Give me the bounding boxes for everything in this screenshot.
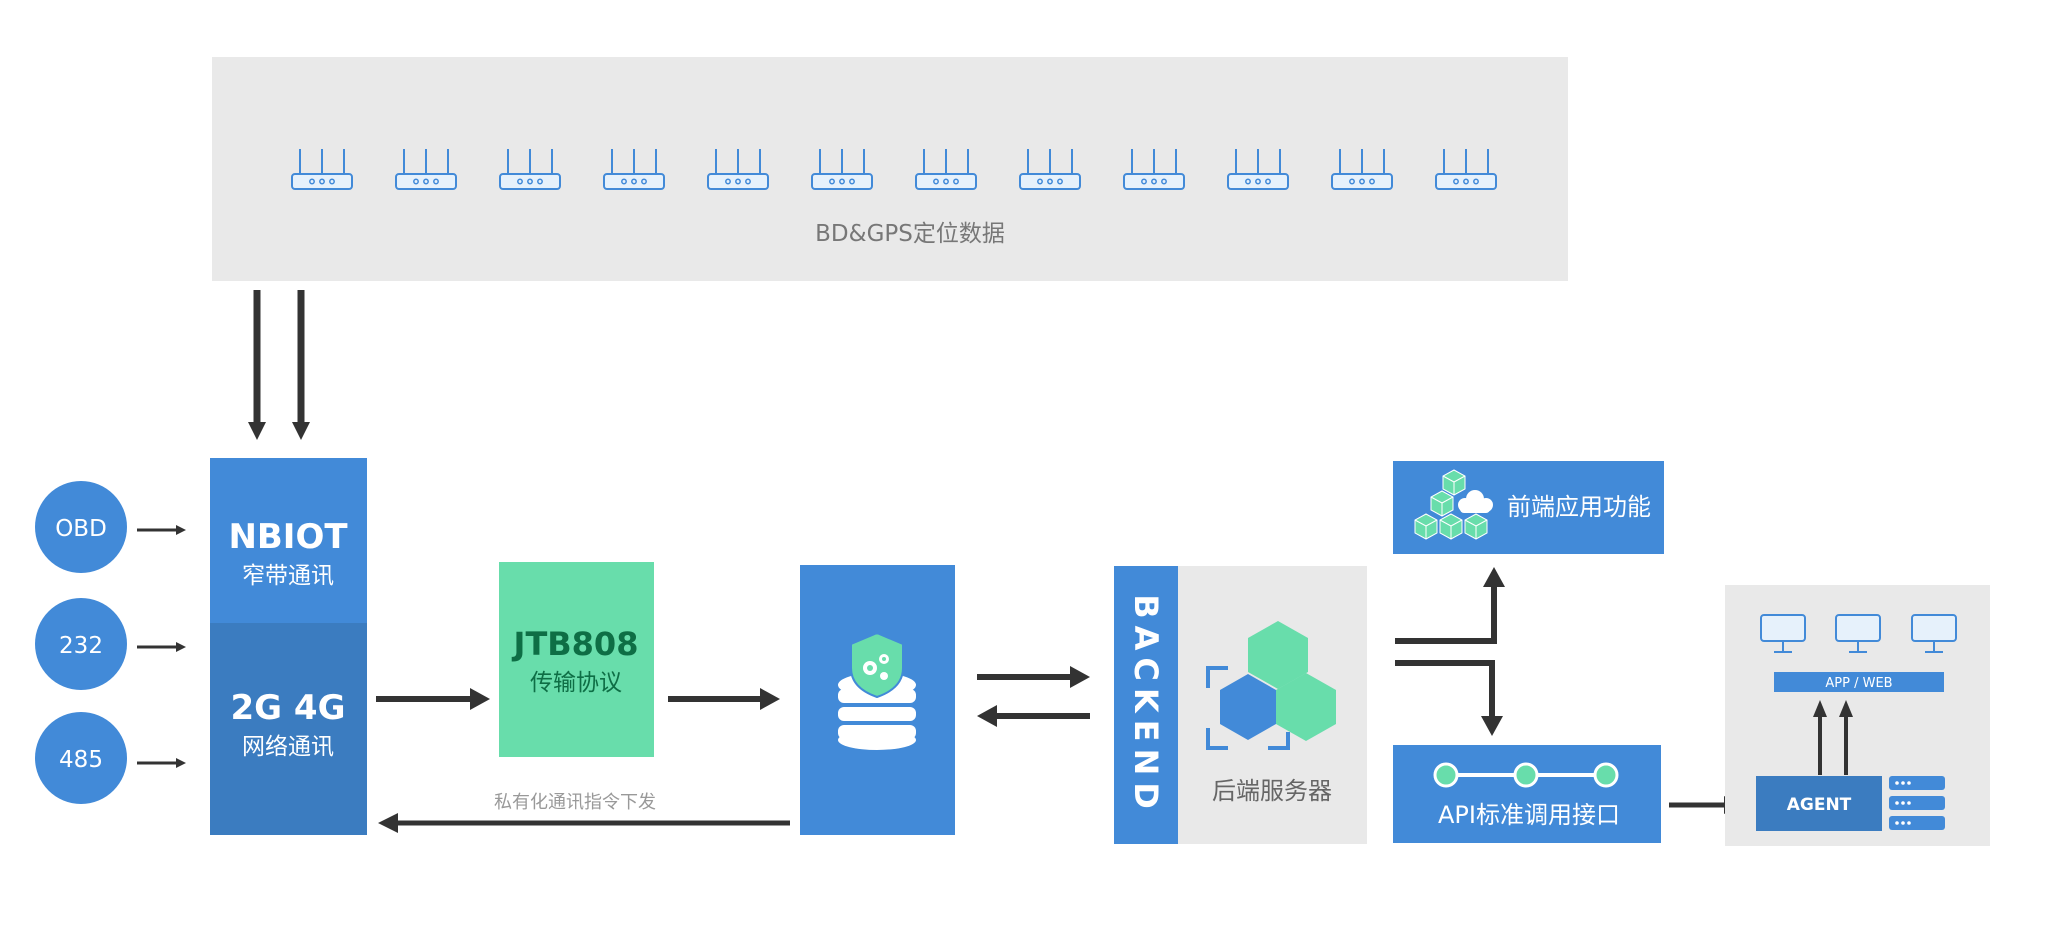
database-icon (838, 631, 916, 750)
router-icon (1123, 148, 1185, 190)
input-232-label: 232 (59, 633, 103, 659)
input-arrows (137, 525, 186, 768)
backend-box: BACKEND 后端服务器 (1114, 566, 1367, 844)
app-web-label: APP / WEB (1825, 676, 1892, 691)
frontend-label: 前端应用功能 (1507, 493, 1651, 521)
server-icon (1889, 776, 1945, 830)
cloud-icon (1458, 490, 1493, 513)
cell-sub: 网络通讯 (242, 734, 334, 760)
arrows-db-backend (977, 666, 1090, 727)
input-obd: OBD (35, 481, 127, 573)
router-icon (603, 148, 665, 190)
arrow-protocol-to-db (668, 688, 780, 710)
input-485-label: 485 (59, 747, 103, 773)
gps-down-arrows (248, 290, 310, 440)
nbiot-sub: 窄带通讯 (242, 563, 334, 589)
protocol-title: JTB808 (512, 625, 639, 663)
router-icon (1435, 148, 1497, 190)
nbiot-title: NBIOT (228, 517, 348, 557)
return-arrow: 私有化通讯指令下发 (378, 792, 790, 833)
client-panel: APP / WEB AGENT (1725, 585, 1990, 846)
return-label: 私有化通讯指令下发 (494, 792, 656, 813)
router-icon (1331, 148, 1393, 190)
router-icon (811, 148, 873, 190)
agent-up-arrows (1813, 700, 1853, 775)
api-label: API标准调用接口 (1438, 801, 1620, 829)
router-icon (499, 148, 561, 190)
split-arrows (1395, 567, 1505, 736)
input-obd-label: OBD (55, 516, 107, 542)
router-icon (707, 148, 769, 190)
hexagon-icon (1206, 621, 1336, 750)
agent-label: AGENT (1787, 795, 1852, 815)
input-232: 232 (35, 598, 127, 690)
router-icon (1019, 148, 1081, 190)
router-icon (395, 148, 457, 190)
gps-panel-label: BD&GPS定位数据 (815, 221, 1005, 247)
cell-title: 2G 4G (231, 688, 346, 728)
protocol-sub: 传输协议 (530, 670, 622, 696)
database-box (800, 565, 955, 835)
router-icon (1227, 148, 1289, 190)
backend-label: 后端服务器 (1212, 777, 1332, 805)
arrow-network-to-protocol (376, 688, 490, 710)
api-box: API标准调用接口 (1393, 745, 1661, 843)
backend-vertical-title: BACKEND (1127, 594, 1165, 816)
router-icon (915, 148, 977, 190)
router-icon (291, 148, 353, 190)
connector-icon (1433, 762, 1619, 788)
gps-panel: BD&GPS定位数据 (212, 57, 1568, 281)
protocol-box: JTB808 传输协议 (499, 562, 654, 757)
cubes-cloud-icon (1414, 469, 1493, 540)
frontend-box: 前端应用功能 (1393, 461, 1664, 554)
network-box: NBIOT 窄带通讯 2G 4G 网络通讯 (210, 458, 367, 835)
input-485: 485 (35, 712, 127, 804)
